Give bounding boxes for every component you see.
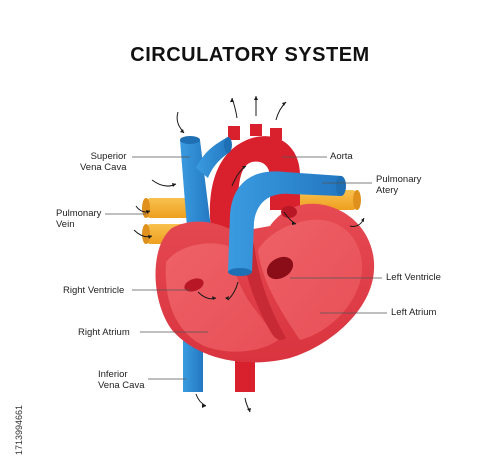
- leader-lines: [105, 156, 387, 380]
- diagram-title: CIRCULATORY SYSTEM: [130, 44, 370, 66]
- right-chamber: [165, 243, 278, 352]
- label-aorta: Aorta: [330, 151, 353, 162]
- label-pulmonary-vein: Pulmonary Vein: [56, 208, 102, 230]
- left-ventricle-opening: [266, 256, 294, 280]
- label-left-ventricle: Left Ventricle: [386, 272, 441, 283]
- arrow-heads: [146, 96, 364, 412]
- label-left-atrium: Left Atrium: [391, 307, 437, 318]
- left-chamber: [258, 219, 363, 340]
- left-atrium-opening: [281, 206, 297, 218]
- label-pulmonary-artery: Pulmonary Atery: [376, 174, 422, 196]
- superior-vena-cava-vessel: [180, 136, 232, 240]
- stock-image-id: 1713994661: [14, 404, 24, 455]
- pulmonary-artery-vessel: [228, 171, 346, 276]
- label-right-atrium: Right Atrium: [78, 327, 130, 338]
- label-superior-vena-cava: Superior Vena Cava: [80, 151, 127, 173]
- right-av-valve: [184, 278, 204, 292]
- label-right-ventricle: Right Ventricle: [63, 285, 125, 296]
- label-inferior-vena-cava: Inferior Vena Cava: [98, 369, 145, 391]
